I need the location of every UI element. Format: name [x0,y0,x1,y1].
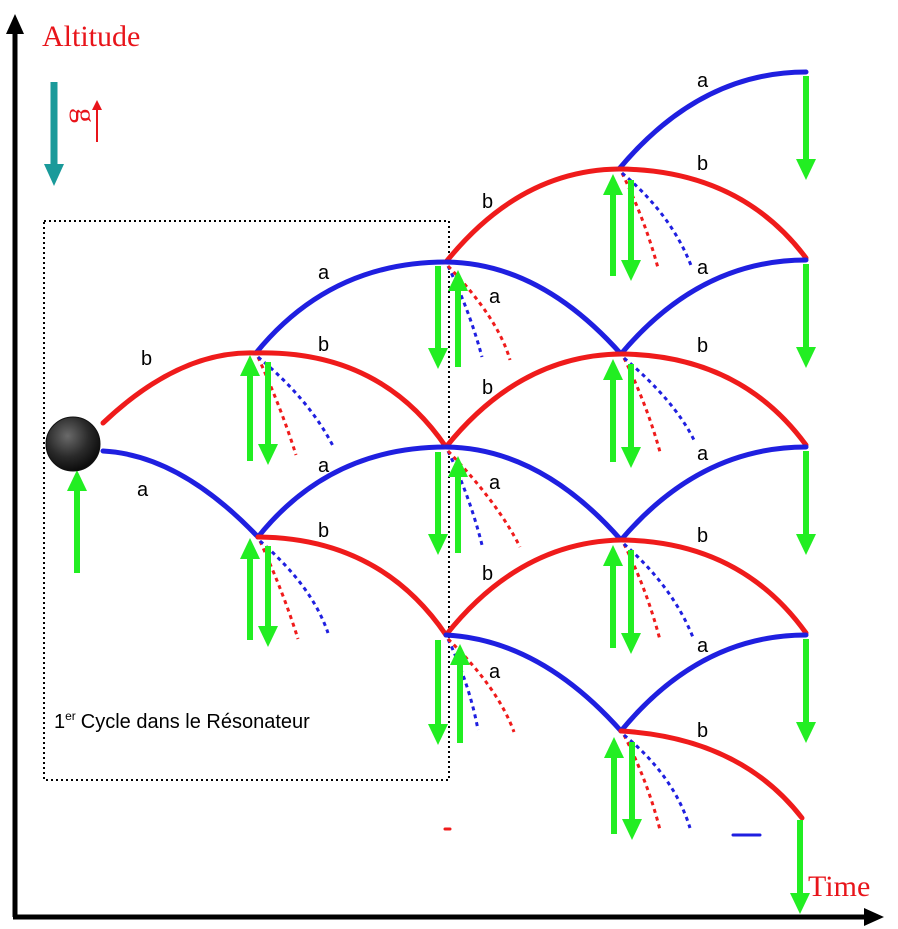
label-a: a [697,70,709,92]
beam-blue [446,265,484,358]
trajectory-b [616,166,809,261]
first-cycle-number: 1 [54,711,65,733]
x-axis-title: Time [808,870,870,903]
trajectory-a [255,444,449,540]
beam-red [446,637,516,733]
trajectory-a [253,259,449,356]
gravity-arrowhead [44,164,64,186]
label-b: b [482,191,493,213]
up-arrowhead [603,359,623,380]
label-a: a [489,472,501,494]
trajectories [100,69,809,837]
label-b: b [318,334,329,356]
path-labels: b a a b a b b a b a b a a b a b a b a b [137,70,709,742]
up-arrowhead [448,456,468,477]
down-arrowhead [796,534,816,555]
trajectory-b [443,351,624,450]
trajectory-a [443,632,624,734]
label-a: a [697,635,709,657]
up-arrowhead [603,545,623,566]
label-a: a [318,262,330,284]
trajectory-a [443,444,624,543]
first-cycle-superscript: er [65,709,76,723]
label-b: b [482,377,493,399]
axes [6,14,884,926]
down-arrowhead [796,347,816,368]
beam-blue [257,355,336,449]
down-arrowhead [622,819,642,840]
trajectory-b [253,350,449,450]
up-arrowhead [240,538,260,559]
label-a: a [697,257,709,279]
label-a: a [137,479,149,501]
up-arrowhead [67,470,87,491]
green-arrows [67,76,816,914]
label-b: b [697,153,708,175]
dotted-beams [256,171,696,831]
gravity-vector-head [92,100,102,110]
trajectory-b [618,537,809,636]
down-arrowhead [258,626,278,647]
trajectory-b [255,534,449,638]
gravity-label: g [69,108,102,123]
first-cycle-text: Cycle dans le Résonateur [81,711,310,733]
beam-red [446,264,512,361]
label-b: b [318,520,329,542]
down-arrowhead [796,722,816,743]
beam-blue [446,638,480,731]
trajectory-a [443,259,624,357]
beam-red [446,449,522,548]
label-a: a [697,443,709,465]
beam-blue [621,171,694,269]
label-b: b [697,720,708,742]
down-arrowhead [258,444,278,465]
trajectory-b [443,166,622,265]
down-arrowhead [428,724,448,745]
label-a: a [318,455,330,477]
trajectory-b [618,351,809,448]
gravity-indicator: g [44,82,102,186]
down-arrowhead [428,348,448,369]
y-axis-arrowhead [6,14,24,34]
label-b: b [697,335,708,357]
first-cycle-box [43,220,450,781]
trajectory-a [618,444,809,543]
atom-ball [45,416,101,472]
beam-blue [446,450,484,546]
beam-red [620,172,660,269]
label-b: b [141,348,152,370]
trajectory-b [100,350,259,426]
y-axis-title: Altitude [42,20,140,53]
label-b: b [482,563,493,585]
x-axis-arrowhead [864,908,884,926]
beam-blue [259,539,330,634]
down-arrowhead [796,159,816,180]
label-a: a [489,286,501,308]
trajectory-b [443,537,624,638]
down-arrowhead [621,447,641,468]
trajectory-a [618,632,809,734]
beam-red [622,734,662,831]
beam-red [256,356,298,456]
down-arrowhead [790,893,810,914]
trajectory-a [100,448,261,540]
up-arrowhead [448,270,468,291]
up-arrowhead [450,644,470,665]
down-arrowhead [621,633,641,654]
up-arrowhead [240,355,260,376]
beam-blue [623,733,692,829]
trajectory-b [618,728,805,821]
trajectory-a [616,69,809,172]
up-arrowhead [603,174,623,195]
label-a: a [489,661,501,683]
beam-blue [623,356,696,441]
down-arrowhead [621,260,641,281]
beam-blue [623,542,696,641]
first-cycle-label: 1er Cycle dans le Résonateur [54,709,310,733]
trajectory-a [618,257,809,357]
label-b: b [697,525,708,547]
up-arrowhead [604,737,624,758]
down-arrowhead [428,534,448,555]
